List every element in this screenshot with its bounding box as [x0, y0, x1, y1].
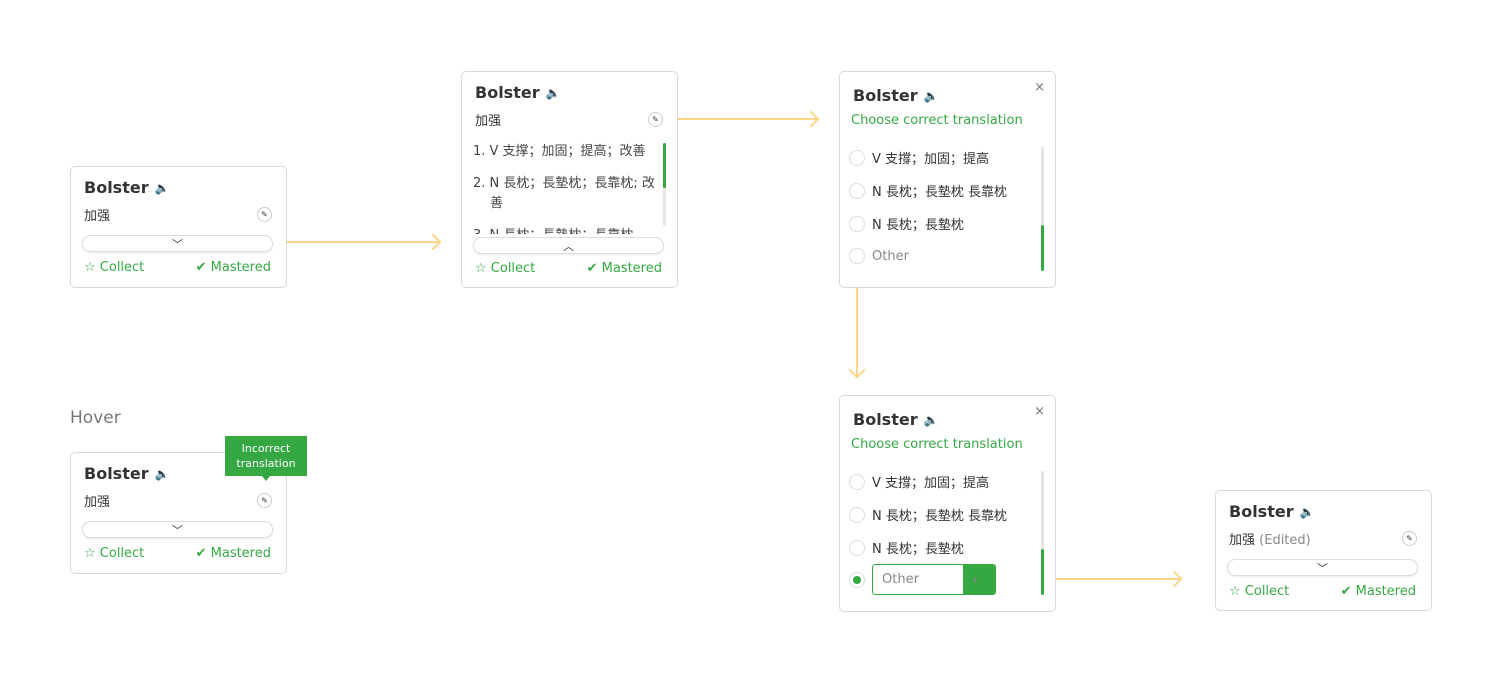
option-label: V 支撐；加固；提高: [872, 476, 990, 491]
option-radio[interactable]: N 長枕；長墊枕 長靠枕: [849, 505, 1007, 524]
mastered-button[interactable]: ✔ Mastered: [195, 260, 271, 275]
definition-item: 1. V 支撑；加固；提高；改善: [473, 144, 646, 159]
other-translation-input[interactable]: Other ›: [872, 564, 996, 595]
arrow-head: [424, 233, 442, 251]
translation: 加强: [475, 114, 502, 129]
chevron-right-icon: ›: [972, 571, 978, 588]
option-radio-other[interactable]: Other: [849, 248, 909, 264]
option-label: N 長枕；長墊枕 長靠枕: [872, 185, 1007, 200]
collapse-button[interactable]: ︿: [473, 237, 664, 254]
edited-label: (Edited): [1259, 533, 1311, 548]
word-text: Bolster: [475, 83, 540, 102]
option-label: N 長枕；長墊枕: [872, 542, 964, 557]
pencil-icon[interactable]: ✎: [1402, 531, 1417, 546]
word-title: Bolster 🔈: [475, 83, 561, 102]
translation: 加强 (Edited): [1229, 529, 1311, 548]
chevron-up-icon: ︿: [563, 239, 574, 253]
speaker-icon[interactable]: 🔈: [154, 180, 170, 195]
word-title: Bolster 🔈: [1229, 502, 1315, 521]
close-icon[interactable]: ×: [1034, 80, 1045, 95]
collect-button[interactable]: ☆ Collect: [1229, 584, 1290, 599]
speaker-icon[interactable]: 🔈: [545, 85, 561, 100]
mastered-button[interactable]: ✔ Mastered: [586, 261, 662, 276]
collect-button[interactable]: ☆ Collect: [84, 260, 145, 275]
word-title: Bolster 🔈: [84, 464, 170, 483]
translation-text: 加强: [1229, 533, 1256, 548]
input-value: Other: [882, 572, 919, 587]
definition-list: 1. V 支撑；加固；提高；改善 2. N 長枕；長墊枕；長靠枕; 改善 3. …: [473, 142, 658, 234]
option-label: N 長枕；長墊枕: [872, 218, 964, 233]
hover-label: Hover: [70, 408, 121, 428]
option-radio[interactable]: N 長枕；長墊枕: [849, 538, 964, 557]
expand-button[interactable]: ﹀: [82, 235, 273, 252]
choose-translation-card-other: Bolster 🔈 × Choose correct translation V …: [839, 395, 1056, 612]
option-label: V 支撐；加固；提高: [872, 152, 990, 167]
word-card-hover: Bolster 🔈 加强 ✎ ﹀ ☆ Collect ✔ Mastered: [70, 452, 287, 574]
speaker-icon[interactable]: 🔈: [923, 88, 939, 103]
collect-button[interactable]: ☆ Collect: [84, 546, 145, 561]
word-title: Bolster 🔈: [853, 410, 939, 429]
speaker-icon[interactable]: 🔈: [1299, 504, 1315, 519]
flow-arrow: [1028, 578, 1180, 580]
translation: 加强: [84, 209, 111, 224]
word-text: Bolster: [1229, 502, 1294, 521]
definition-item: 3. N 長枕；長墊枕；長靠枕: [473, 226, 658, 234]
speaker-icon[interactable]: 🔈: [923, 412, 939, 427]
option-radio[interactable]: V 支撐；加固；提高: [849, 148, 989, 167]
scrollbar[interactable]: [1041, 471, 1044, 595]
pencil-icon[interactable]: ✎: [257, 207, 272, 222]
mastered-button[interactable]: ✔ Mastered: [195, 546, 271, 561]
flow-arrow: [273, 241, 439, 243]
arrow-head: [802, 110, 820, 128]
option-radio[interactable]: N 長枕；長墊枕 長靠枕: [849, 181, 1007, 200]
word-card-collapsed: Bolster 🔈 加强 ✎ ﹀ ☆ Collect ✔ Mastered: [70, 166, 287, 288]
chevron-down-icon: ﹀: [172, 237, 183, 251]
choose-prompt: Choose correct translation: [851, 437, 1023, 452]
flow-arrow: [856, 265, 858, 377]
word-text: Bolster: [853, 410, 918, 429]
word-title: Bolster 🔈: [853, 86, 939, 105]
speaker-icon[interactable]: 🔈: [154, 466, 170, 481]
word-card-edited: Bolster 🔈 加强 (Edited) ✎ ﹀ ☆ Collect ✔ Mast…: [1215, 490, 1432, 611]
word-title: Bolster 🔈: [84, 178, 170, 197]
scrollbar[interactable]: [663, 143, 666, 226]
word-text: Bolster: [84, 464, 149, 483]
close-icon[interactable]: ×: [1034, 404, 1045, 419]
collect-button[interactable]: ☆ Collect: [475, 261, 536, 276]
tooltip: Incorrect translation: [225, 436, 307, 481]
option-radio[interactable]: N 長枕；長墊枕: [849, 214, 964, 233]
expand-button[interactable]: ﹀: [1227, 559, 1418, 576]
option-radio[interactable]: V 支撐；加固；提高: [849, 472, 989, 491]
word-card-expanded: Bolster 🔈 加强 ✎ 1. V 支撑；加固；提高；改善 2. N 長枕；長…: [461, 71, 678, 288]
chevron-down-icon: ﹀: [1317, 561, 1328, 575]
scrollbar[interactable]: [1041, 147, 1044, 271]
pencil-icon[interactable]: ✎: [648, 112, 663, 127]
flow-arrow: [668, 118, 817, 120]
chevron-down-icon: ﹀: [172, 523, 183, 537]
translation: 加强: [84, 495, 111, 510]
mastered-button[interactable]: ✔ Mastered: [1340, 584, 1416, 599]
option-label: N 長枕；長墊枕 長靠枕: [872, 509, 1007, 524]
word-text: Bolster: [84, 178, 149, 197]
word-text: Bolster: [853, 86, 918, 105]
submit-button[interactable]: ›: [963, 565, 995, 594]
expand-button[interactable]: ﹀: [82, 521, 273, 538]
pencil-icon[interactable]: ✎: [257, 493, 272, 508]
definition-item: 2. N 長枕；長墊枕；長靠枕; 改善: [473, 176, 655, 211]
option-label: Other: [872, 248, 909, 264]
choose-prompt: Choose correct translation: [851, 113, 1023, 128]
option-radio-other[interactable]: Other ›: [849, 564, 996, 595]
choose-translation-card: Bolster 🔈 × Choose correct translation V …: [839, 71, 1056, 288]
arrow-head: [1165, 570, 1183, 588]
arrow-head: [848, 361, 866, 379]
